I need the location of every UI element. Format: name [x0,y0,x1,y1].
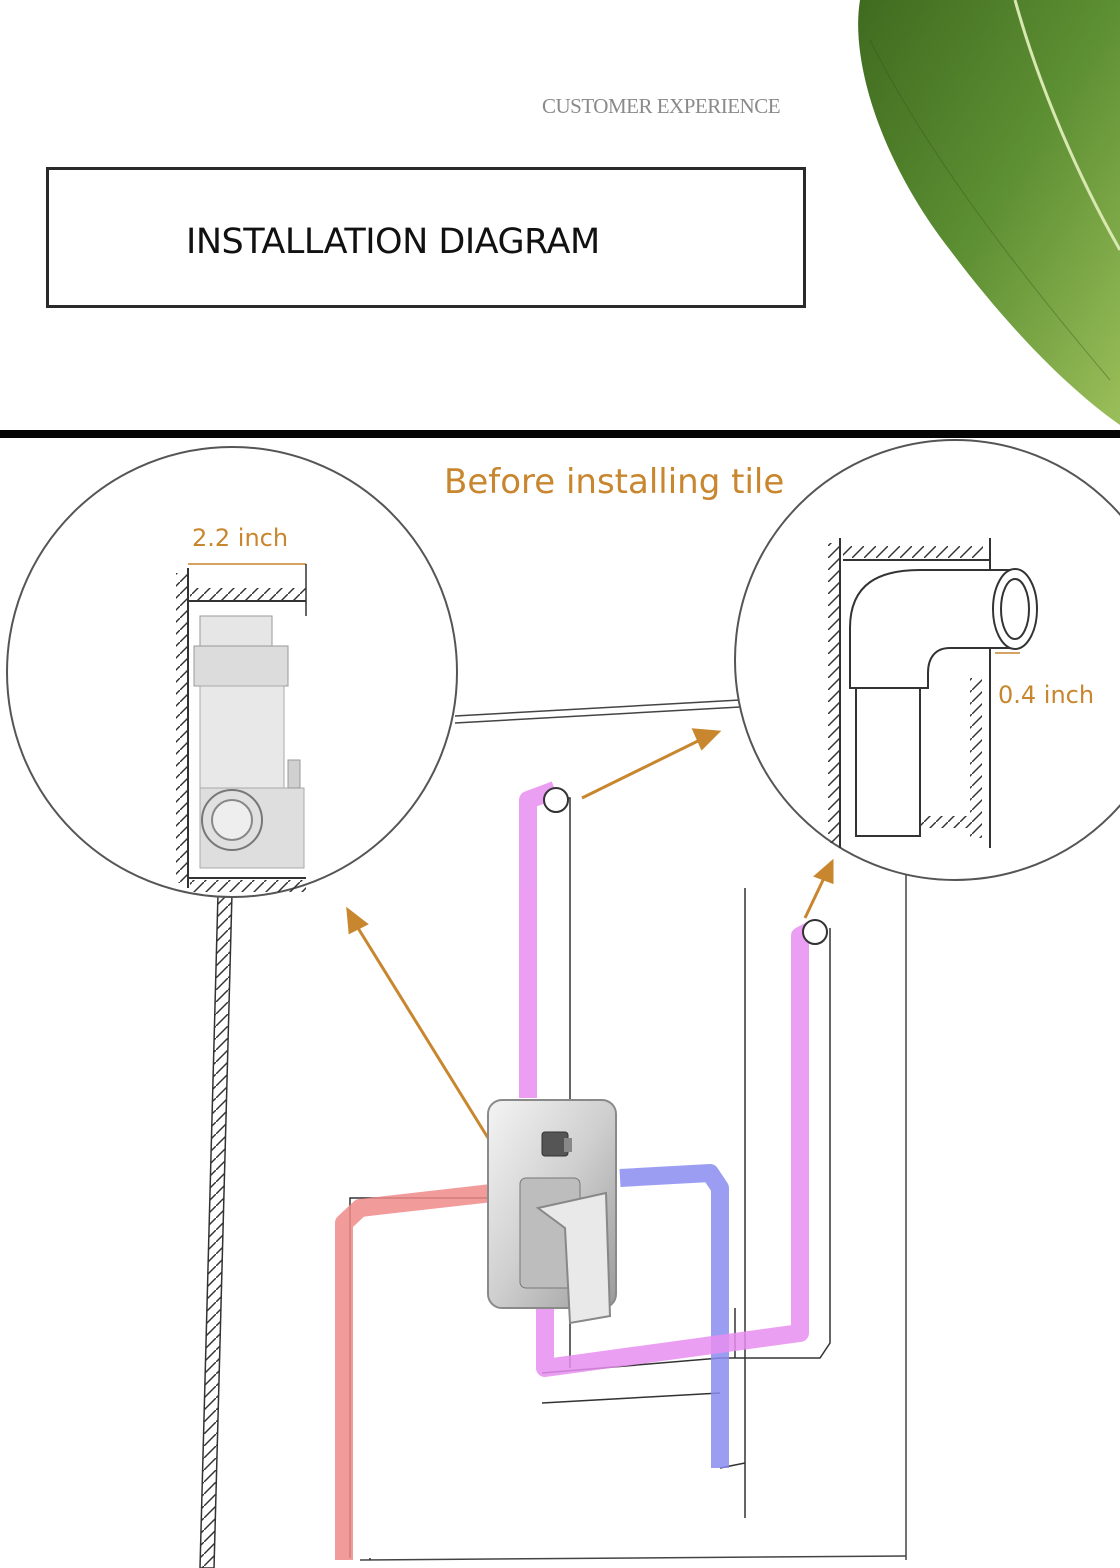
outlet-end-side [802,919,828,945]
header-section: CUSTOMER EXPERIENCE INSTALLATION DIAGRAM [0,0,1120,432]
subtitle: CUSTOMER EXPERIENCE [542,94,781,118]
leaf-icon [858,0,1120,425]
hot-water-pipe [335,1184,494,1560]
left-detail-label: 2.2 inch [192,524,288,552]
arrows [346,728,834,1139]
right-detail-label: 0.4 inch [998,681,1094,709]
divider [0,430,1120,438]
mixer-valve [487,1099,617,1325]
wall-hatch-left [199,892,233,1568]
diagram-caption: Before installing tile [444,462,784,502]
outlet-end-top [543,787,569,813]
cold-water-pipe [619,1164,729,1468]
installation-diagram: Before installing tile 2.2 inch [6,439,1120,1568]
page-title: INSTALLATION DIAGRAM [186,222,600,262]
wall-outline [359,699,907,1561]
left-detail-circle: 2.2 inch [6,446,458,898]
title-box: INSTALLATION DIAGRAM [46,167,806,308]
right-detail-circle: 0.4 inch [734,439,1120,881]
